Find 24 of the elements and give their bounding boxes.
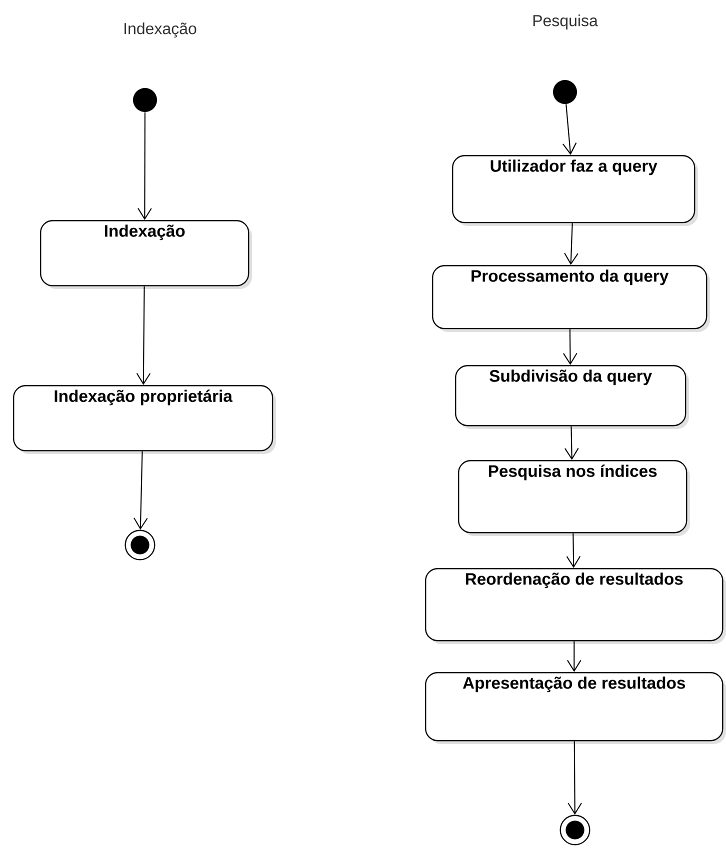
end-node [124,530,156,560]
start-node [553,80,577,104]
arrow [134,451,148,530]
start-node [133,88,157,112]
arrow [563,329,578,365]
arrow [564,223,578,265]
arrow [138,112,152,220]
activity-box: Pesquisa nos índices [458,460,690,536]
activity-box: Subdivisão da query [455,365,689,429]
end-node [560,814,590,846]
activity-box: Reordenação de resultados [425,568,726,644]
column-heading: Indexação [124,22,196,38]
arrow [564,426,579,460]
column-heading: Pesquisa [533,14,598,30]
activity-box: Utilizador faz a query [452,155,698,226]
activity-box: Processamento da query [432,265,710,332]
arrow [136,286,151,385]
activity-box: Indexação proprietária [13,385,276,454]
arrow [566,533,581,568]
activity-box: Apresentação de resultados [425,672,726,744]
activity-box: Indexação [40,220,252,289]
arrow [562,104,577,155]
arrow [568,741,582,815]
arrow [567,641,582,672]
